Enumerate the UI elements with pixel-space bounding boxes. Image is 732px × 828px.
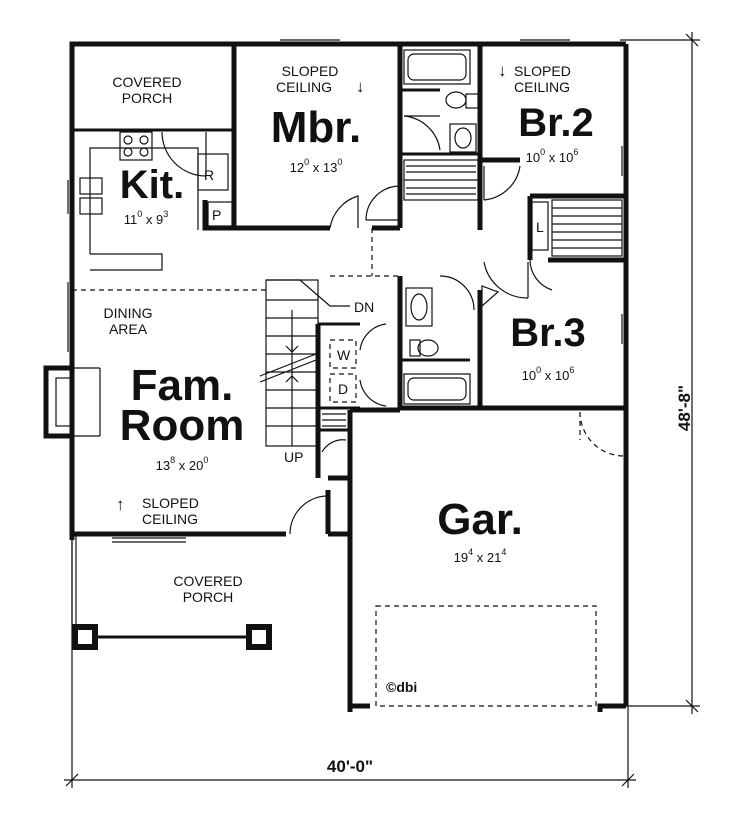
master-note-arrow: ↓ [356,77,365,96]
dryer [329,373,357,403]
bath-fixtures [403,49,500,405]
door-swings [289,115,553,535]
master-note-line2: CEILING [276,79,332,95]
width-dimension: 40'-0" [327,757,373,776]
linen-label: L [536,219,544,235]
stairs-up-label: UP [284,449,303,465]
porch-posts [71,534,272,650]
kitchen-size: 110 x 93 [124,209,169,227]
family-name-line2: Room [120,401,245,450]
interior-walls [231,44,626,534]
depth-dimension: 48'-8" [675,385,694,431]
stairs [259,279,350,447]
garage-name: Gar. [437,495,523,544]
master-size: 120 x 130 [290,157,343,175]
exterior-walls [69,41,629,712]
refrigerator-label: R [204,167,214,183]
covered-porch-top-line2: PORCH [122,90,173,106]
dining-line1: DINING [104,305,153,321]
bedroom3-name: Br.3 [510,311,586,355]
kitchen-fixtures [79,131,233,271]
kitchen-name: Kit. [120,163,184,207]
washer-label: W [337,347,351,363]
dining-line2: AREA [109,321,148,337]
master-note-line1: SLOPED [282,63,339,79]
bedroom2-note-line1: SLOPED [514,63,571,79]
covered-porch-bottom-line2: PORCH [183,589,234,605]
washer [329,339,357,369]
closet-shelving [322,165,623,427]
copyright-mark: ©dbi [386,679,417,695]
bedroom2-name: Br.2 [518,101,594,145]
covered-porch-bottom-line1: COVERED [173,573,242,589]
dashed-dividers [72,228,625,707]
bedroom2-note-arrow: ↓ [498,61,507,80]
family-size: 138 x 200 [156,455,209,473]
master-name: Mbr. [271,103,361,152]
covered-porch-top-line1: COVERED [112,74,181,90]
pantry-label: P [212,207,221,223]
garage-size: 194 x 214 [454,547,507,565]
bedroom3-size: 100 x 106 [522,365,575,383]
dryer-label: D [338,381,348,397]
fireplace [43,365,101,439]
bedroom2-size: 100 x 106 [526,147,579,165]
bedroom2-note-line2: CEILING [514,79,570,95]
family-note-line1: SLOPED [142,495,199,511]
family-note-line2: CEILING [142,511,198,527]
windows [67,39,623,543]
family-note-arrow: ↑ [116,495,125,514]
family-name-line1: Fam. [131,361,234,410]
stairs-down-label: DN [354,299,374,315]
